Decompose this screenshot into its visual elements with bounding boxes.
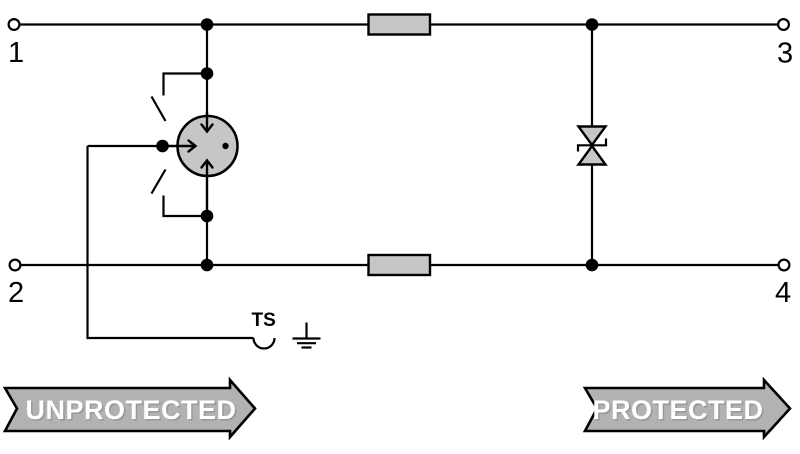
terminal-4-circle bbox=[777, 258, 791, 272]
arrow-down-icon bbox=[200, 123, 214, 134]
tvs-diode-branch bbox=[576, 24, 608, 265]
junction-dot bbox=[200, 258, 214, 272]
switch-top-bracket bbox=[162, 72, 207, 96]
terminal-2-label: 2 bbox=[8, 277, 24, 309]
unprotected-label: UNPROTECTED bbox=[25, 395, 236, 425]
unprotected-label-shadow: UNPROTECTED bbox=[27, 397, 238, 427]
junction-dot bbox=[200, 209, 214, 223]
terminal-1-circle bbox=[7, 18, 21, 32]
ground-icon bbox=[292, 322, 321, 349]
protected-arrow-shape bbox=[582, 376, 792, 441]
junction-dot bbox=[156, 139, 169, 153]
protected-label: PROTECTED bbox=[592, 395, 763, 425]
junction-dot bbox=[200, 67, 214, 80]
arrow-right-icon bbox=[187, 139, 198, 153]
protected-label-shadow: PROTECTED bbox=[594, 397, 765, 427]
terminal-3-circle bbox=[776, 18, 790, 32]
earth-drop-wire bbox=[86, 146, 254, 340]
unprotected-banner: UNPROTECTED UNPROTECTED bbox=[2, 376, 257, 441]
terminals: 1 3 2 4 bbox=[7, 18, 793, 309]
terminal-1-label: 1 bbox=[8, 37, 24, 69]
earth-branch: TS bbox=[86, 146, 321, 350]
junction-dot bbox=[585, 258, 599, 272]
tvs-zener-bar bbox=[576, 138, 608, 152]
thermal-disconnect-label: TS bbox=[252, 310, 276, 331]
gas-discharge-tube-branch bbox=[87, 24, 239, 265]
protected-banner: PROTECTED PROTECTED bbox=[582, 376, 792, 441]
tvs-triangle-bottom bbox=[576, 143, 608, 166]
switch-blade-bottom bbox=[150, 168, 167, 195]
resistor-symbol-bottom bbox=[367, 253, 432, 277]
disconnect-contact-icon bbox=[252, 337, 276, 350]
switch-blade-top bbox=[150, 95, 167, 122]
unprotected-arrow-shape bbox=[2, 376, 257, 441]
tvs-triangle-top bbox=[576, 125, 608, 148]
junction-dot bbox=[200, 18, 214, 31]
junction-dot bbox=[585, 18, 599, 31]
gdt-inner-electrode-dot bbox=[222, 142, 229, 150]
terminal-4-label: 4 bbox=[775, 277, 791, 309]
switch-bottom-bracket bbox=[162, 195, 207, 218]
terminal-2-circle bbox=[8, 258, 22, 272]
arrow-up-icon bbox=[200, 158, 214, 169]
terminal-3-label: 3 bbox=[777, 38, 793, 70]
resistor-symbol-top bbox=[367, 13, 432, 36]
junction-dots bbox=[156, 18, 599, 272]
wires bbox=[19, 23, 779, 267]
tvs-diode-symbol bbox=[576, 125, 608, 166]
